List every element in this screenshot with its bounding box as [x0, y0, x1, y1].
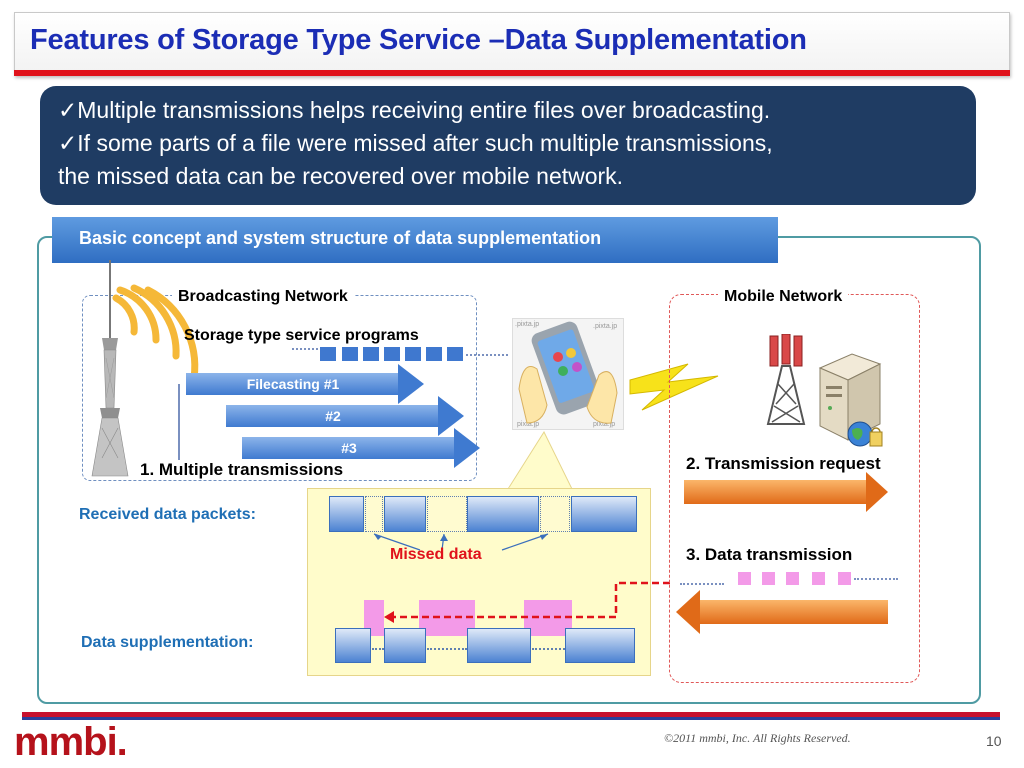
- transmitted-packet: [838, 572, 851, 585]
- title-bar: [14, 12, 1010, 76]
- step-3-label: 3. Data transmission: [686, 545, 853, 564]
- stream-dots-left: [680, 583, 724, 585]
- transmitted-packet: [786, 572, 799, 585]
- transmitted-packet: [738, 572, 751, 585]
- broadcasting-network-label: Broadcasting Network: [172, 288, 354, 306]
- packet-dots: [372, 648, 384, 650]
- bullet-2: ✓If some parts of a file were missed aft…: [58, 130, 773, 156]
- missing-gap: [427, 496, 467, 532]
- data-supplementation-label: Data supplementation:: [81, 634, 254, 651]
- copyright: ©2011 mmbi, Inc. All Rights Reserved.: [664, 731, 851, 745]
- missing-gap: [365, 496, 383, 532]
- missed-pointers: [373, 533, 549, 551]
- received-packet: [384, 496, 426, 532]
- stream-dots-right: [854, 578, 898, 580]
- merged-packet: [384, 628, 426, 663]
- request-arrow: [684, 472, 888, 512]
- supplied-packet: [364, 600, 384, 636]
- missing-gap: [540, 496, 570, 532]
- merged-packet: [565, 628, 635, 663]
- page-title: Features of Storage Type Service –Data S…: [30, 24, 807, 56]
- filecast-label-2: #2: [325, 408, 341, 424]
- stream-packet: [405, 347, 421, 361]
- lightning-icon: [629, 363, 719, 411]
- packet-dots: [427, 648, 467, 650]
- step-1-label: 1. Multiple transmissions: [138, 460, 346, 480]
- filecast-label-3: #3: [341, 440, 357, 456]
- merged-packet: [335, 628, 371, 663]
- signal-waves-icon: [112, 284, 199, 382]
- footer-rule-blue: [22, 717, 1000, 720]
- bullet-1: ✓Multiple transmissions helps receiving …: [58, 97, 771, 123]
- received-packet: [329, 496, 364, 532]
- phone-watermark: pixta.jp: [593, 421, 616, 428]
- filecast-arrow-3: #3: [242, 428, 480, 468]
- bracket-line: [178, 384, 180, 462]
- page-number: 10: [986, 733, 1002, 749]
- phone-watermark: pixta.jp: [517, 421, 540, 428]
- missed-data-label: Missed data: [390, 546, 482, 563]
- merged-packet: [467, 628, 531, 663]
- footer-rule: [22, 712, 1000, 717]
- summary-box: ✓Multiple transmissions helps receiving …: [40, 86, 976, 205]
- cell-tower-icon: [766, 334, 806, 425]
- filecast-label-1: Filecasting #1: [246, 376, 340, 392]
- filecast-arrow-1: Filecasting #1: [186, 364, 424, 404]
- storage-programs-label: Storage type service programs: [184, 327, 419, 344]
- stream-packet: [447, 347, 463, 361]
- callout-pointer: [507, 430, 573, 490]
- stream-packet: [426, 347, 442, 361]
- packet-dots: [532, 648, 565, 650]
- transmitted-packet: [762, 572, 775, 585]
- mmbi-logo: mmbi.: [14, 720, 128, 764]
- transmission-arrow: [676, 590, 888, 634]
- server-icon: [818, 353, 882, 441]
- broadcast-tower-icon: [91, 260, 129, 477]
- stream-packet: [384, 347, 400, 361]
- diagram-heading: Basic concept and system structure of da…: [52, 217, 778, 263]
- stream-dots-left: [292, 348, 322, 350]
- phone-watermark: .pixta.jp: [515, 321, 540, 328]
- supplement-path: [384, 581, 670, 623]
- transmitted-packet: [812, 572, 825, 585]
- bullet-2-continued: the missed data can be recovered over mo…: [58, 163, 624, 189]
- step-2-label: 2. Transmission request: [686, 454, 881, 473]
- smartphone-icon: .pixta.jp .pixta.jp pixta.jp pixta.jp: [512, 318, 624, 430]
- received-packet: [467, 496, 539, 532]
- received-packets-label: Received data packets:: [79, 506, 256, 523]
- mobile-network-label: Mobile Network: [718, 288, 849, 306]
- received-packet: [571, 496, 637, 532]
- stream-dots-right: [466, 354, 508, 356]
- title-underline: [14, 70, 1010, 76]
- stream-packet: [342, 347, 358, 361]
- phone-watermark: .pixta.jp: [593, 323, 618, 330]
- stream-packet: [320, 347, 336, 361]
- globe-icon: [847, 421, 883, 447]
- stream-packet: [363, 347, 379, 361]
